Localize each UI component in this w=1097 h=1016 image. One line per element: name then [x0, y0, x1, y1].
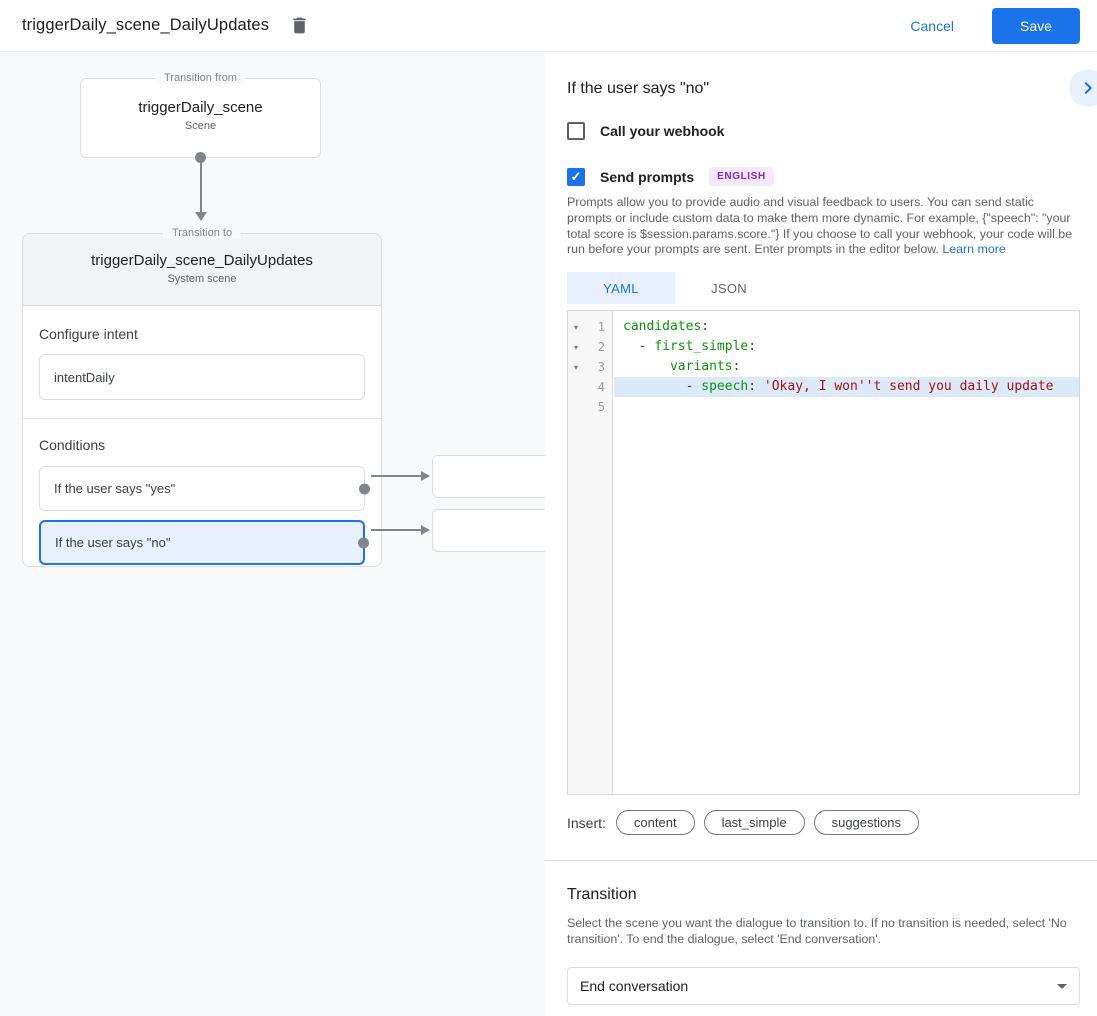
chevron-right-icon — [1079, 79, 1097, 97]
panel-title: If the user says "no" — [567, 80, 710, 97]
connector-arrowhead — [195, 212, 207, 221]
insert-suggestions-button[interactable]: suggestions — [813, 810, 919, 835]
condition-no-arrow-line — [371, 529, 421, 531]
insert-toolbar: Insert: content last_simple suggestions — [567, 810, 928, 835]
prompts-checkbox[interactable]: ✓ — [567, 167, 585, 186]
code-token-plain: - — [623, 339, 655, 354]
save-button[interactable]: Save — [992, 7, 1080, 44]
line-number: 5 — [597, 400, 605, 414]
code-line[interactable]: candidates: — [614, 317, 1079, 337]
scene-flow-canvas: Transition from triggerDaily_scene Scene… — [0, 52, 545, 1016]
call-webhook-checkbox-row[interactable]: Call your webhook — [567, 122, 724, 140]
code-token-plain: - — [623, 379, 702, 394]
tab-json[interactable]: JSON — [711, 280, 747, 296]
condition-no-label: If the user says "no" — [55, 535, 171, 550]
transition-to-legend: Transition to — [162, 227, 242, 239]
collapse-panel-button[interactable] — [1069, 69, 1097, 107]
conditions-label: Conditions — [39, 437, 106, 453]
fold-arrow-icon[interactable]: ▾ — [573, 362, 578, 372]
gutter-line[interactable]: 5 — [568, 397, 612, 417]
condition-no-target-node[interactable] — [432, 509, 545, 552]
condition-item-no[interactable]: If the user says "no" — [39, 520, 369, 565]
delete-scene-button[interactable] — [285, 12, 313, 40]
code-token-string: 'Okay, I won''t send you daily update — [763, 379, 1054, 394]
insert-content-button[interactable]: content — [615, 810, 695, 835]
dropdown-caret-icon — [1057, 983, 1067, 989]
code-token-plain: : — [732, 359, 741, 374]
transition-section-title: Transition — [567, 886, 637, 903]
code-line[interactable] — [614, 397, 1079, 417]
from-scene-type: Scene — [184, 120, 217, 132]
gutter-line[interactable]: ▾2 — [568, 337, 612, 357]
section-divider — [545, 860, 1097, 861]
line-number: 4 — [597, 380, 605, 394]
insert-label: Insert: — [567, 814, 606, 831]
to-scene-type: System scene — [167, 273, 237, 285]
prompts-description-text: Prompts allow you to provide audio and v… — [567, 195, 1073, 257]
transition-description: Select the scene you want the dialogue t… — [567, 916, 1067, 946]
condition-yes-connector-dot — [359, 483, 370, 494]
line-number: 1 — [597, 320, 605, 334]
to-scene-header: triggerDaily_scene_DailyUpdates System s… — [23, 234, 381, 306]
configure-intent-section: Configure intent intentDaily — [23, 306, 381, 419]
send-prompts-checkbox-row[interactable]: ✓ Send prompts ENGLISH — [567, 167, 774, 186]
code-token-plain: : — [748, 379, 764, 394]
insert-last-simple-button[interactable]: last_simple — [703, 810, 805, 835]
transition-from-node[interactable]: Transition from triggerDaily_scene Scene — [80, 72, 321, 158]
cancel-button[interactable]: Cancel — [910, 17, 954, 34]
condition-yes-arrow-line — [371, 475, 421, 477]
condition-yes-arrowhead — [421, 471, 430, 481]
intent-item[interactable]: intentDaily — [39, 354, 365, 400]
line-number: 2 — [597, 340, 605, 354]
prompts-description: Prompts allow you to provide audio and v… — [567, 195, 1080, 258]
prompts-checkbox-label: Send prompts — [600, 168, 695, 185]
line-number: 3 — [597, 360, 605, 374]
transition-from-legend: Transition from — [155, 72, 246, 84]
from-scene-name: triggerDaily_scene — [138, 99, 263, 116]
condition-no-arrowhead — [421, 525, 430, 535]
code-line[interactable]: - first_simple: — [614, 337, 1079, 357]
conditions-section: Conditions If the user says "yes" If the… — [23, 419, 381, 565]
condition-detail-panel: If the user says "no" Call your webhook … — [545, 52, 1097, 1016]
code-token-key: variants — [669, 359, 733, 374]
language-badge: ENGLISH — [709, 167, 774, 186]
gutter-line[interactable]: ▾3 — [568, 357, 612, 377]
condition-yes-label: If the user says "yes" — [54, 481, 176, 496]
transition-select[interactable]: End conversation — [567, 967, 1080, 1005]
trash-icon — [289, 15, 310, 36]
code-line[interactable]: - speech: 'Okay, I won''t send you daily… — [614, 377, 1079, 397]
to-scene-name: triggerDaily_scene_DailyUpdates — [91, 252, 313, 269]
code-token-plain: : — [748, 339, 757, 354]
connector-line — [200, 157, 202, 213]
gutter-line[interactable]: ▾1 — [568, 317, 612, 337]
condition-yes-target-node[interactable] — [432, 455, 545, 498]
editor-format-tabs: YAML JSON — [567, 272, 783, 304]
fold-arrow-icon[interactable]: ▾ — [573, 322, 578, 332]
webhook-checkbox-label: Call your webhook — [600, 123, 725, 139]
code-token-key: first_simple — [654, 339, 749, 354]
intent-name: intentDaily — [54, 369, 115, 385]
checkmark-icon: ✓ — [570, 168, 582, 184]
webhook-checkbox[interactable] — [567, 122, 585, 140]
code-token-key: candidates — [623, 319, 702, 334]
tab-yaml[interactable]: YAML — [567, 272, 675, 304]
condition-no-connector-dot — [358, 537, 369, 548]
configure-intent-label: Configure intent — [39, 326, 138, 342]
code-token-key: speech — [701, 379, 749, 394]
transition-to-node[interactable]: Transition to triggerDaily_scene_DailyUp… — [22, 227, 382, 567]
code-token-plain: : — [701, 319, 710, 334]
gutter-line[interactable]: 4 — [568, 377, 612, 397]
learn-more-link[interactable]: Learn more — [942, 242, 1006, 257]
condition-item-yes[interactable]: If the user says "yes" — [39, 466, 370, 511]
fold-arrow-icon[interactable]: ▾ — [573, 342, 578, 352]
code-token-plain — [623, 359, 670, 374]
page-title: triggerDaily_scene_DailyUpdates — [22, 16, 270, 34]
editor-code[interactable]: candidates: - first_simple: variants: - … — [614, 311, 1079, 794]
code-line[interactable]: variants: — [614, 357, 1079, 377]
transition-select-value: End conversation — [580, 978, 689, 994]
top-bar: triggerDaily_scene_DailyUpdates Cancel S… — [0, 0, 1097, 52]
